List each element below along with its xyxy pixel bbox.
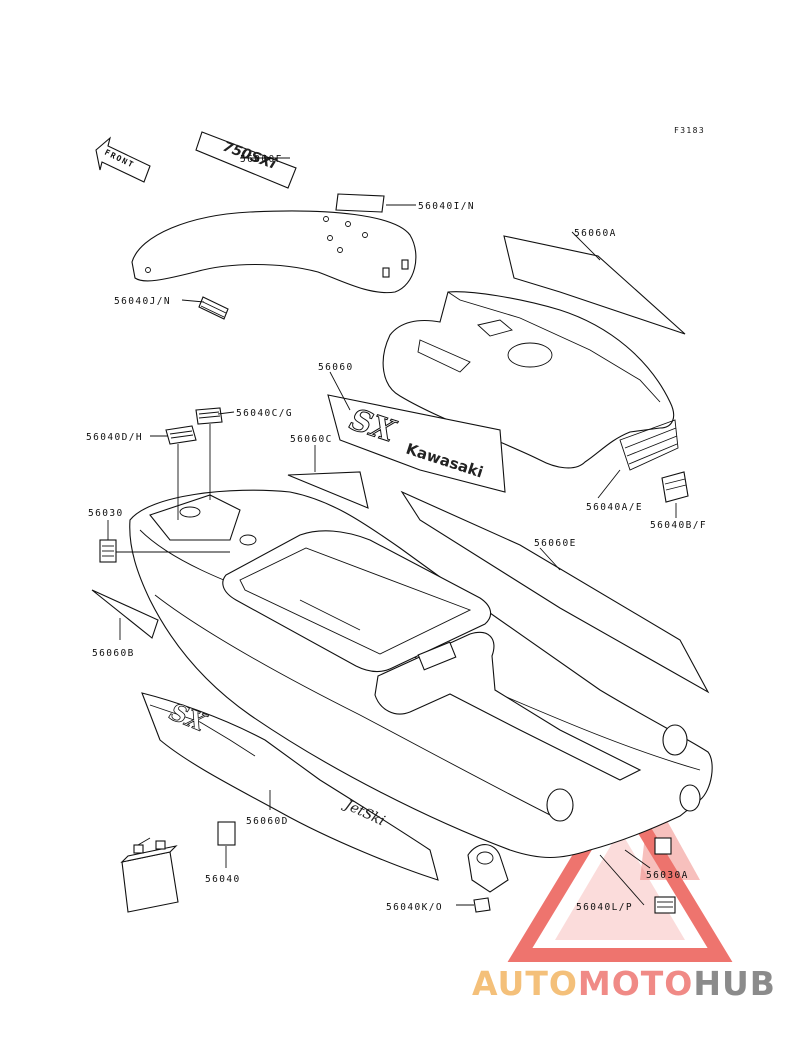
leader-lines xyxy=(107,157,677,906)
label-56040D: 56040D/H xyxy=(86,432,143,443)
label-56030A: 56030A xyxy=(646,870,689,881)
sticker-56040C xyxy=(195,407,223,425)
label-56040J: 56040J/N xyxy=(114,296,171,307)
engine-cover xyxy=(382,291,679,471)
label-56060B: 56060B xyxy=(92,648,135,659)
label-56040B: 56040B/F xyxy=(650,520,707,531)
label-card-56040 xyxy=(217,821,236,846)
label-56060: 56060 xyxy=(318,362,354,373)
label-56030: 56030 xyxy=(88,508,124,519)
label-56060F: 56060F xyxy=(240,154,283,165)
label-56060C: 56060C xyxy=(290,434,333,445)
sticker-56040L xyxy=(654,896,676,914)
label-56040K: 56040K/O xyxy=(386,902,443,913)
watermark-auto: AUTO xyxy=(472,964,578,1003)
svg-text:AUTOMOTOHUB: AUTOMOTOHUB xyxy=(472,964,776,1003)
decal-56060C xyxy=(287,471,369,509)
label-56040: 56040 xyxy=(205,874,241,885)
watermark-hub: HUB xyxy=(693,964,776,1003)
hull-body xyxy=(129,489,713,859)
decal-56040J xyxy=(198,296,229,320)
decal-56040I xyxy=(335,193,385,213)
sticker-56040D xyxy=(165,425,197,445)
decal-56060E xyxy=(400,490,710,694)
sticker-56030 xyxy=(99,539,117,563)
front-hood-cover xyxy=(131,210,417,294)
pump-part xyxy=(467,844,509,893)
part-number-labels: F3183 56060F 56040I/N 56060A 56040J/N 56… xyxy=(86,126,707,913)
label-56040L: 56040L/P xyxy=(576,902,633,913)
label-56040I: 56040I/N xyxy=(418,201,475,212)
label-56040A: 56040A/E xyxy=(586,502,643,513)
decal-56060B xyxy=(91,589,159,639)
label-56060E: 56060E xyxy=(534,538,577,549)
battery xyxy=(120,837,179,913)
label-56060D: 56060D xyxy=(246,816,289,827)
side-decal-kawasaki: SX Kawasaki xyxy=(327,394,506,493)
label-56040C: 56040C/G xyxy=(236,408,293,419)
figure-id: F3183 xyxy=(674,126,705,135)
watermark-moto: MOTO xyxy=(578,964,693,1003)
decal-56060A xyxy=(503,235,686,335)
watermark-text: AUTOMOTOHUB xyxy=(472,964,776,1003)
sticker-56040B xyxy=(661,471,689,503)
sticker-56040K xyxy=(473,897,491,913)
front-direction-arrow: FRONT xyxy=(95,136,151,183)
label-56060A: 56060A xyxy=(574,228,617,239)
sticker-56030A xyxy=(654,837,672,855)
